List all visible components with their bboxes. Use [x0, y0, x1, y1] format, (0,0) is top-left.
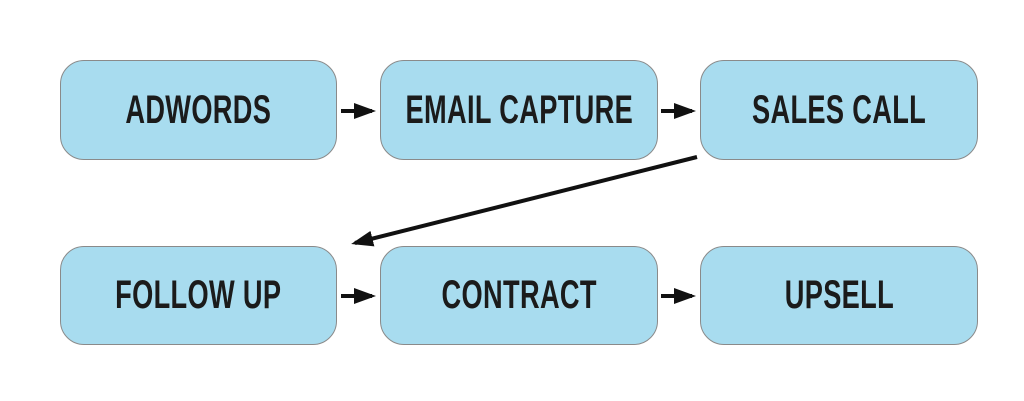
node-contract: CONTRACT — [380, 246, 658, 345]
node-upsell: UPSELL — [700, 246, 978, 345]
node-email-capture-label: EMAIL CAPTURE — [405, 87, 633, 132]
node-follow-up: FOLLOW UP — [60, 246, 337, 345]
node-adwords: ADWORDS — [60, 60, 337, 160]
node-adwords-label: ADWORDS — [125, 87, 272, 132]
node-email-capture: EMAIL CAPTURE — [380, 60, 658, 160]
node-sales-call: SALES CALL — [700, 60, 978, 160]
edge-sales-call-to-follow-up — [351, 155, 698, 247]
node-contract-label: CONTRACT — [441, 273, 597, 317]
node-upsell-label: UPSELL — [784, 273, 894, 317]
node-follow-up-label: FOLLOW UP — [115, 273, 282, 317]
node-sales-call-label: SALES CALL — [751, 87, 927, 132]
